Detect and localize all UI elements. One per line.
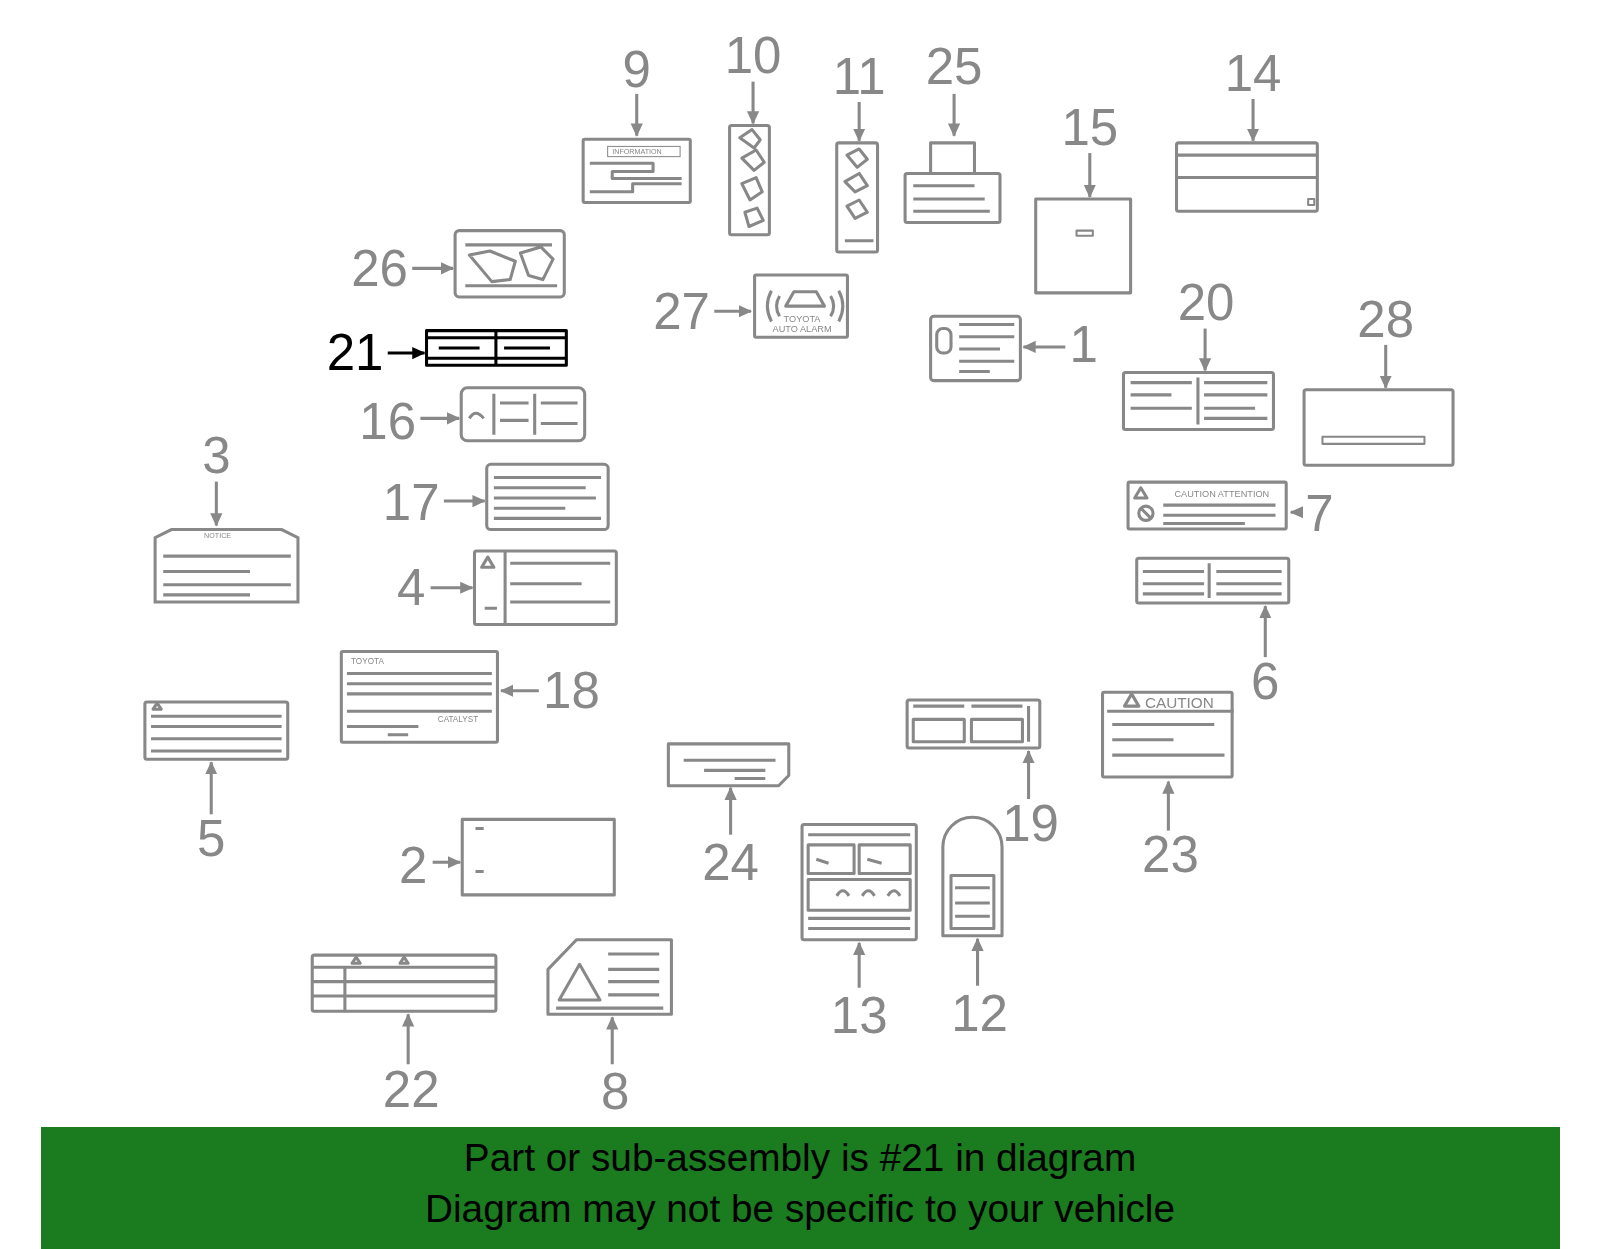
caption-band: Part or sub-assembly is #21 in diagramDi… <box>41 1127 1559 1249</box>
callout-number: 8 <box>601 1066 629 1117</box>
callout-number: 5 <box>197 813 225 864</box>
callout-number: 20 <box>1178 278 1235 329</box>
caution-attention-label: CAUTION ATTENTION <box>1127 481 1288 531</box>
callout-number: 4 <box>397 562 425 613</box>
notice-label: NOTICE <box>153 528 300 605</box>
label-text: TOYOTA AUTO ALARM <box>770 315 833 333</box>
caption-text: Part or sub-assembly is #21 in diagram <box>464 1139 1136 1178</box>
label-text: TOYOTA <box>351 658 384 666</box>
label-text: NOTICE <box>204 532 231 539</box>
callout-number: 28 <box>1357 294 1414 345</box>
callout-number: 27 <box>653 286 710 337</box>
callout-number: 23 <box>1142 830 1199 881</box>
callout-number: 3 <box>202 431 230 482</box>
auto-alarm-label: TOYOTA AUTO ALARM <box>753 273 849 338</box>
callout-number: 24 <box>702 837 759 888</box>
callout-number: 15 <box>1061 102 1118 153</box>
callout-number: 6 <box>1251 656 1279 707</box>
callout-number: 12 <box>951 988 1008 1039</box>
caption-text: Diagram may not be specific to your vehi… <box>425 1190 1175 1229</box>
callout-number: 18 <box>543 665 600 716</box>
callout-number: 10 <box>725 31 782 82</box>
callout-number: 22 <box>383 1064 440 1115</box>
callout-number: 21 <box>327 328 384 379</box>
callout-number: 19 <box>1002 798 1059 849</box>
caution-label: CAUTION <box>1101 691 1234 779</box>
callout-number: 2 <box>399 840 427 891</box>
callout-number: 17 <box>383 478 440 529</box>
callout-number: 14 <box>1225 48 1282 99</box>
label-text: CATALYST <box>438 716 478 724</box>
callout-number: 16 <box>359 396 416 447</box>
callout-number: 7 <box>1305 488 1333 539</box>
information-label: INFORMATION <box>582 138 692 204</box>
callout-number: 13 <box>831 990 888 1041</box>
callout-number: 11 <box>833 51 886 102</box>
callout-number: 9 <box>623 44 651 95</box>
callout-number: 25 <box>926 41 983 92</box>
callout-number: 1 <box>1069 319 1097 370</box>
emission-label: TOYOTA CATALYST <box>340 650 499 744</box>
label-text: CAUTION ATTENTION <box>1174 490 1269 499</box>
label-text: INFORMATION <box>607 146 680 157</box>
label-outline <box>153 528 300 605</box>
label-text: CAUTION <box>1145 695 1214 710</box>
callout-number: 26 <box>351 243 408 294</box>
